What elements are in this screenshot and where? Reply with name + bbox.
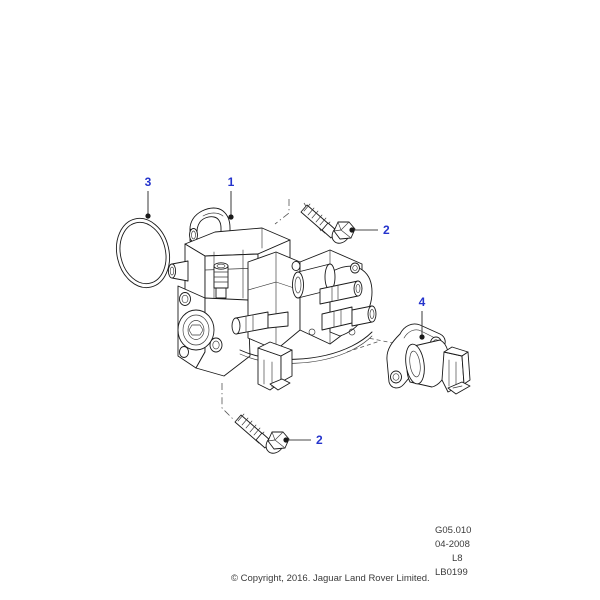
callout-number-2-lower: 2: [316, 433, 323, 447]
callout-leaders: [145, 191, 425, 443]
callout-number-4: 4: [419, 295, 426, 309]
part-valve: [386, 323, 471, 395]
reference-code: LB0199: [435, 567, 468, 578]
pump-left-port: [213, 262, 229, 299]
part-bolt-upper: [300, 203, 356, 244]
pump-side-stub-pipe: [167, 260, 189, 282]
pump-outlet-ports: [319, 280, 377, 331]
pump-center-fitting: [231, 311, 289, 335]
part-bolt-lower: [234, 413, 290, 454]
footer-metadata: G05.010 04-2008 L8 LB0199: [435, 525, 471, 578]
drawing-number: G05.010: [435, 525, 471, 536]
callout-number-1: 1: [228, 175, 235, 189]
drawing-date: 04-2008: [435, 539, 470, 550]
pump-solenoid-upper: [292, 263, 336, 299]
model-code: L8: [452, 553, 463, 564]
copyright-notice: © Copyright, 2016. Jaguar Land Rover Lim…: [231, 573, 430, 584]
pump-drive-flange: [177, 309, 215, 351]
callout-number-3: 3: [145, 175, 152, 189]
pump-electrical-connector: [257, 341, 293, 391]
part-oring: [116, 217, 170, 289]
callout-number-2-upper: 2: [383, 223, 390, 237]
pump-bolt-bosses: [179, 292, 223, 358]
part-pump-body: [167, 207, 377, 391]
